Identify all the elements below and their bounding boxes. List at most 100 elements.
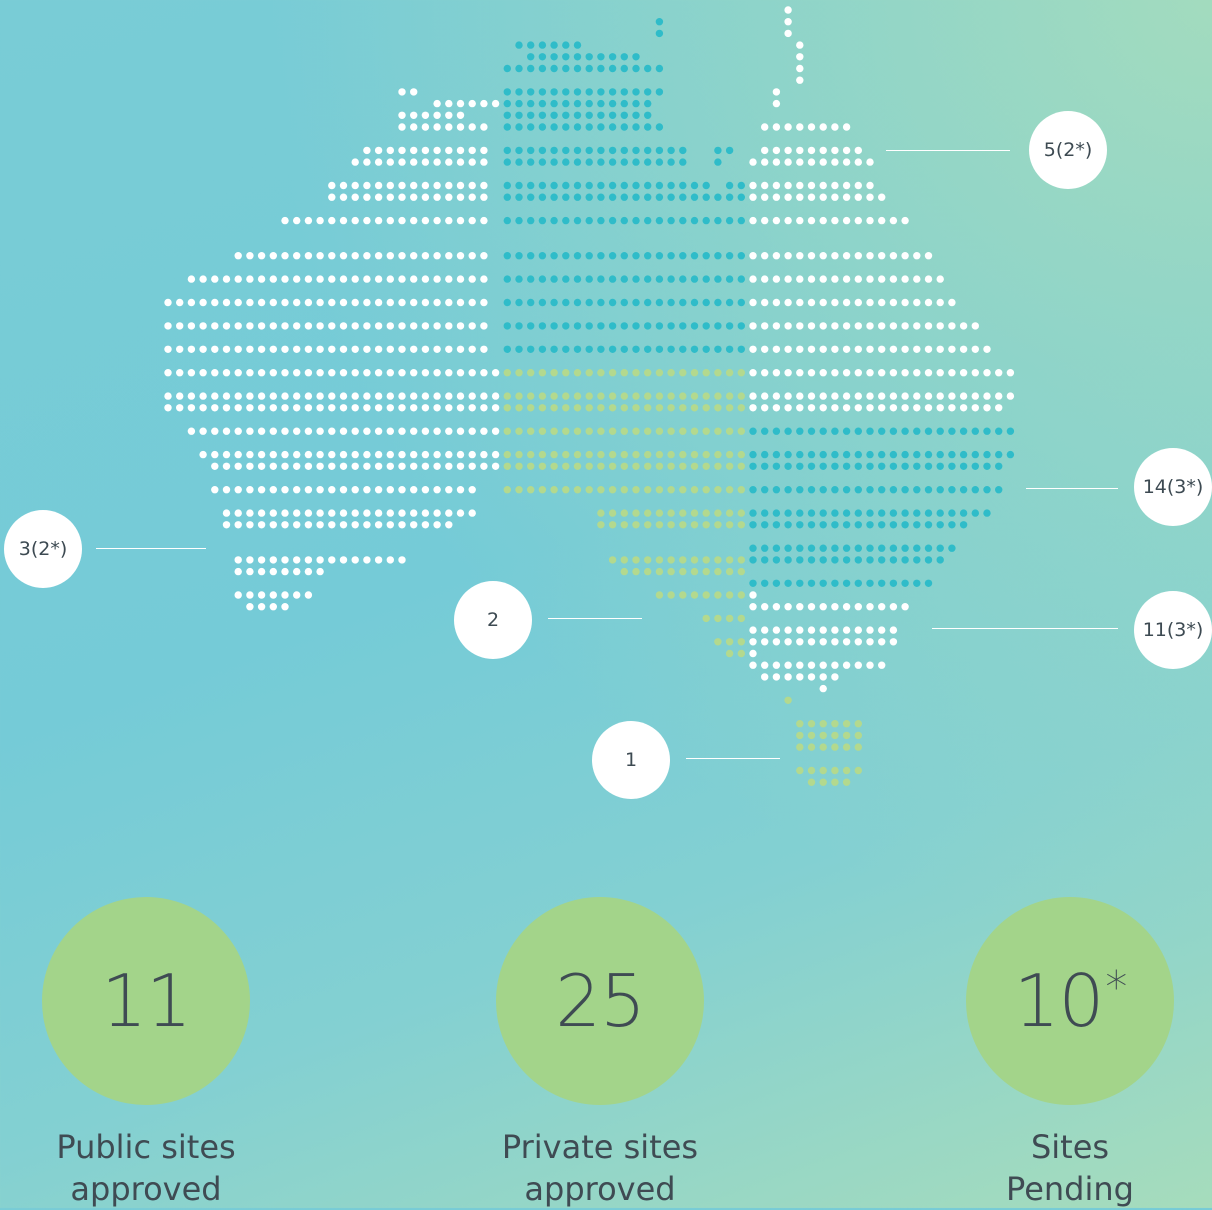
map-dot-wa bbox=[445, 427, 453, 435]
map-dot-qld bbox=[807, 252, 816, 260]
callout-qld[interactable]: 5(2*) bbox=[1029, 111, 1107, 189]
map-dot-nsw bbox=[772, 544, 781, 552]
callout-wa[interactable]: 3(2*) bbox=[4, 510, 82, 588]
map-dot-sa bbox=[655, 404, 664, 412]
map-dot-sa bbox=[714, 521, 722, 529]
callout-nsw[interactable]: 14(3*) bbox=[1134, 448, 1212, 526]
map-dot-qld bbox=[878, 322, 886, 330]
map-dot-nsw bbox=[948, 486, 956, 494]
map-dot-qld bbox=[854, 181, 862, 190]
map-dot-wa bbox=[433, 99, 441, 108]
map-dot-nt bbox=[644, 275, 652, 283]
map-dot-wa bbox=[480, 275, 488, 283]
map-dot-sa bbox=[667, 404, 675, 412]
map-dot-vic bbox=[819, 638, 827, 646]
map-dot-qld bbox=[866, 322, 874, 330]
map-dot-wa bbox=[339, 450, 348, 459]
map-dot-nt bbox=[562, 88, 570, 96]
map-dot-nsw bbox=[878, 556, 886, 564]
map-dot-wa bbox=[374, 369, 383, 377]
map-dot-wa bbox=[421, 486, 430, 494]
map-dot-sa bbox=[644, 369, 652, 377]
callout-tas[interactable]: 1 bbox=[592, 721, 670, 799]
callout-vic[interactable]: 11(3*) bbox=[1134, 591, 1212, 669]
map-dot-nsw bbox=[901, 544, 909, 552]
map-dot-nsw bbox=[878, 579, 886, 587]
map-dot-wa bbox=[468, 450, 476, 459]
map-dot-qld bbox=[784, 6, 792, 14]
map-dot-nsw bbox=[866, 509, 874, 517]
map-dot-wa bbox=[316, 392, 324, 400]
map-dot-nt bbox=[538, 275, 547, 283]
map-dot-wa bbox=[433, 369, 441, 377]
map-dot-nsw bbox=[889, 450, 898, 459]
map-dot-wa bbox=[281, 427, 289, 435]
callout-sa[interactable]: 2 bbox=[454, 581, 532, 659]
map-dot-nsw bbox=[995, 486, 1003, 494]
map-dot-wa bbox=[234, 462, 242, 470]
map-dot-wa bbox=[187, 392, 196, 400]
map-dot-nt bbox=[608, 158, 617, 166]
map-dot-sa bbox=[597, 486, 605, 494]
map-dot-sa bbox=[655, 392, 664, 400]
map-dot-nsw bbox=[854, 427, 862, 435]
map-dot-qld bbox=[819, 298, 827, 307]
map-dot-wa bbox=[468, 193, 476, 201]
map-dot-nt bbox=[515, 99, 523, 108]
map-dot-wa bbox=[445, 275, 453, 283]
map-dot-qld bbox=[831, 216, 839, 225]
map-dot-sa bbox=[655, 369, 664, 377]
map-dot-vic bbox=[796, 638, 804, 646]
map-dot-qld bbox=[819, 275, 827, 283]
map-dot-qld bbox=[796, 216, 804, 225]
map-dot-wa bbox=[222, 298, 231, 307]
map-dot-sa bbox=[608, 509, 617, 517]
map-dot-nt bbox=[632, 88, 640, 96]
map-dot-qld bbox=[772, 181, 781, 190]
map-dot-wa bbox=[351, 521, 359, 529]
map-dot-qld bbox=[796, 181, 804, 190]
map-dot-wa bbox=[316, 486, 324, 494]
map-dot-nsw bbox=[831, 521, 839, 529]
map-dot-nsw bbox=[761, 450, 769, 459]
map-dot-wa bbox=[433, 486, 441, 494]
map-dot-sa bbox=[620, 369, 628, 377]
map-dot-vic bbox=[831, 603, 839, 611]
map-dot-nsw bbox=[948, 427, 956, 435]
map-dot-vic bbox=[854, 661, 862, 669]
map-dot-nt bbox=[725, 252, 734, 260]
map-dot-sa bbox=[690, 509, 699, 517]
map-dot-wa bbox=[316, 521, 324, 529]
map-dot-qld bbox=[854, 392, 862, 400]
map-dot-wa bbox=[433, 275, 441, 283]
leader-line-vic bbox=[932, 628, 1118, 629]
map-dot-sa bbox=[655, 591, 664, 599]
map-dot-qld bbox=[936, 275, 944, 283]
map-dot-vic bbox=[784, 661, 792, 669]
map-dot-nsw bbox=[913, 556, 921, 564]
map-dot-qld bbox=[913, 298, 921, 307]
map-dot-wa bbox=[398, 404, 406, 412]
map-dot-nt bbox=[679, 181, 687, 190]
map-dot-nsw bbox=[772, 427, 781, 435]
map-dot-qld bbox=[866, 216, 874, 225]
map-dot-nsw bbox=[936, 544, 944, 552]
map-dot-nsw bbox=[959, 427, 968, 435]
map-dot-wa bbox=[176, 298, 184, 307]
map-dot-nt bbox=[573, 123, 582, 131]
map-dot-nsw bbox=[854, 556, 862, 564]
stat-pending-label-line1: Sites bbox=[1030, 1128, 1110, 1166]
map-dot-qld bbox=[959, 322, 968, 330]
map-dot-qld bbox=[854, 193, 862, 201]
map-dot-tas bbox=[831, 778, 839, 786]
map-dot-nt bbox=[667, 193, 675, 201]
map-dot-nsw bbox=[807, 579, 816, 587]
map-dot-qld bbox=[784, 404, 792, 412]
map-dot-nt bbox=[737, 298, 745, 307]
map-dot-wa bbox=[421, 509, 430, 517]
map-dot-wa bbox=[374, 146, 383, 155]
map-dot-nsw bbox=[1006, 427, 1015, 435]
map-dot-nt bbox=[644, 322, 652, 330]
map-dot-nsw bbox=[819, 579, 827, 587]
map-dot-wa bbox=[222, 486, 231, 494]
